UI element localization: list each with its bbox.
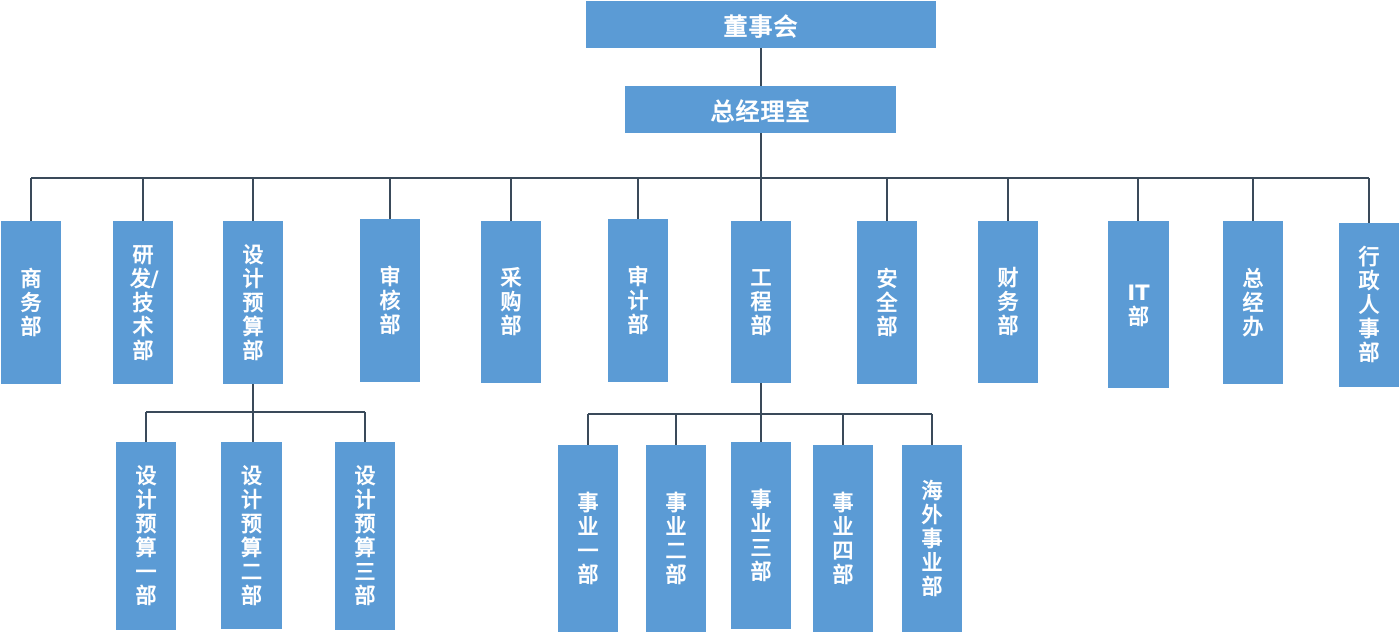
node-audit: 审计部 (608, 219, 668, 382)
node-safety: 安全部 (857, 221, 917, 384)
node-commerce: 商务部 (1, 221, 61, 384)
node-engineering: 工程部 (731, 221, 791, 383)
node-design-budget-2: 设计预算二部 (221, 442, 282, 629)
node-rnd: 研发/技术部 (113, 221, 173, 384)
node-finance: 财务部 (978, 221, 1038, 383)
node-design-budget-3: 设计预算三部 (335, 442, 395, 630)
node-biz-3: 事业三部 (731, 442, 791, 629)
node-review: 审核部 (360, 219, 420, 382)
node-biz-1: 事业一部 (558, 445, 618, 632)
node-biz-2: 事业二部 (646, 445, 706, 632)
node-board: 董事会 (586, 1, 936, 48)
node-design-budget-1: 设计预算一部 (116, 442, 176, 630)
node-purchasing: 采购部 (481, 221, 541, 383)
node-it: IT部 (1108, 221, 1169, 388)
node-biz-overseas: 海外事业部 (902, 445, 962, 632)
node-gm-affairs: 总经办 (1223, 221, 1283, 384)
node-design-budget: 设计预算部 (223, 221, 283, 384)
node-hr-admin: 行政人事部 (1339, 223, 1399, 387)
node-biz-4: 事业四部 (813, 445, 873, 632)
node-gm-office: 总经理室 (625, 86, 896, 133)
